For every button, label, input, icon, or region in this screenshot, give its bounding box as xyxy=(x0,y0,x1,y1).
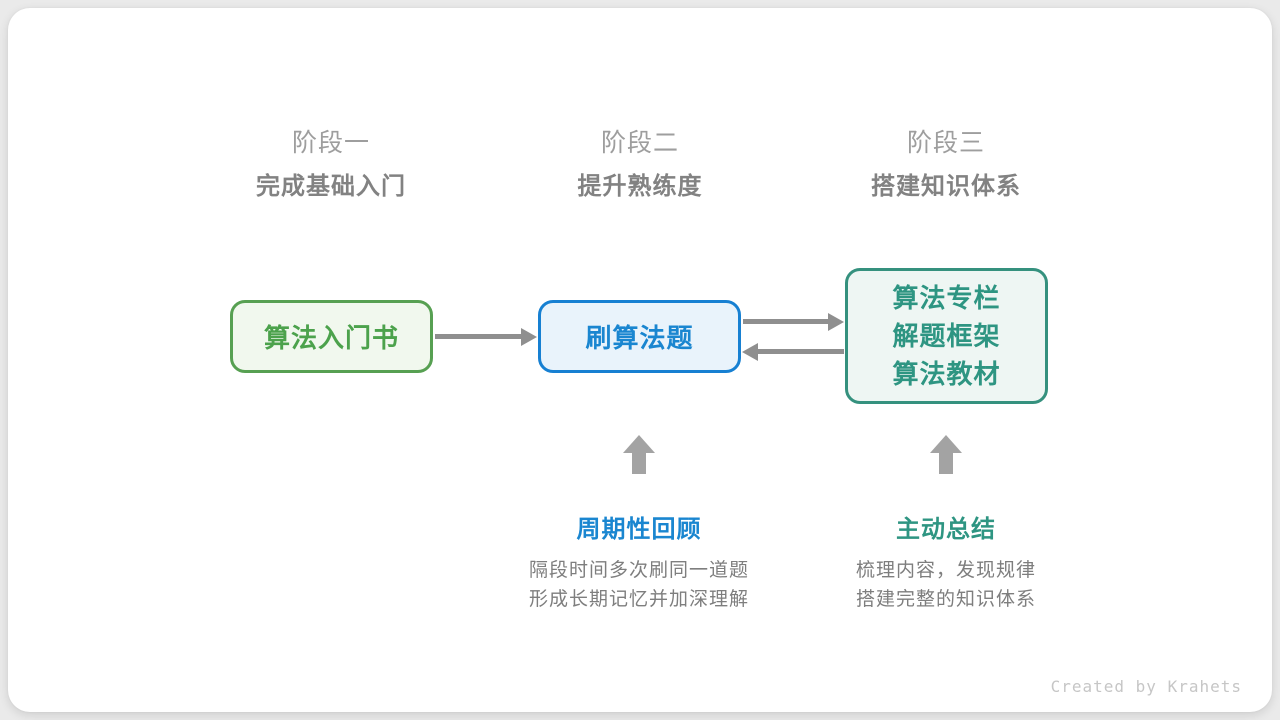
node-knowledge-line-2: 解题框架 xyxy=(892,321,1001,351)
annotation-review-desc-line-2: 形成长期记忆并加深理解 xyxy=(528,589,749,610)
stage-2-header: 阶段二 提升熟练度 xyxy=(500,128,780,202)
arrow-up-head xyxy=(623,435,655,453)
stage-2-title: 阶段二 xyxy=(600,129,679,157)
credit-text: Created by Krahets xyxy=(1050,677,1242,696)
annotation-summarize-desc-line-1: 梳理内容，发现规律 xyxy=(855,560,1036,581)
node-practice: 刷算法题 xyxy=(538,300,741,373)
node-practice-label: 刷算法题 xyxy=(585,323,694,353)
arrow-up-icon xyxy=(930,435,962,474)
arrow-up-stem xyxy=(632,453,646,474)
annotation-summarize-desc-line-2: 搭建完整的知识体系 xyxy=(855,589,1036,610)
node-knowledge-line-1: 算法专栏 xyxy=(892,283,1001,313)
annotation-summarize-description: 梳理内容，发现规律 搭建完整的知识体系 xyxy=(776,556,1116,614)
annotation-review-description: 隔段时间多次刷同一道题 形成长期记忆并加深理解 xyxy=(469,556,809,614)
stage-1-header: 阶段一 完成基础入门 xyxy=(191,128,471,202)
stage-2-subtitle: 提升熟练度 xyxy=(577,173,703,200)
annotation-review-desc-line-1: 隔段时间多次刷同一道题 xyxy=(528,560,749,581)
stage-3-header: 阶段三 搭建知识体系 xyxy=(806,128,1086,202)
stage-3-title: 阶段三 xyxy=(906,129,985,157)
arrow-left-icon xyxy=(757,349,844,354)
node-knowledge-line-3: 算法教材 xyxy=(892,359,1001,389)
node-intro-book: 算法入门书 xyxy=(230,300,433,373)
stage-1-title: 阶段一 xyxy=(291,129,370,157)
arrow-up-stem xyxy=(939,453,953,474)
arrow-up-head xyxy=(930,435,962,453)
arrow-up-icon xyxy=(623,435,655,474)
node-intro-book-label: 算法入门书 xyxy=(263,323,399,353)
arrow-right-icon xyxy=(435,334,522,339)
annotation-summarize-label: 主动总结 xyxy=(896,516,996,543)
stage-3-subtitle: 搭建知识体系 xyxy=(871,173,1021,200)
arrow-right-icon xyxy=(743,319,829,324)
annotation-review-label: 周期性回顾 xyxy=(576,516,702,543)
node-knowledge: 算法专栏 解题框架 算法教材 xyxy=(845,268,1048,404)
stage-1-subtitle: 完成基础入门 xyxy=(256,173,406,200)
